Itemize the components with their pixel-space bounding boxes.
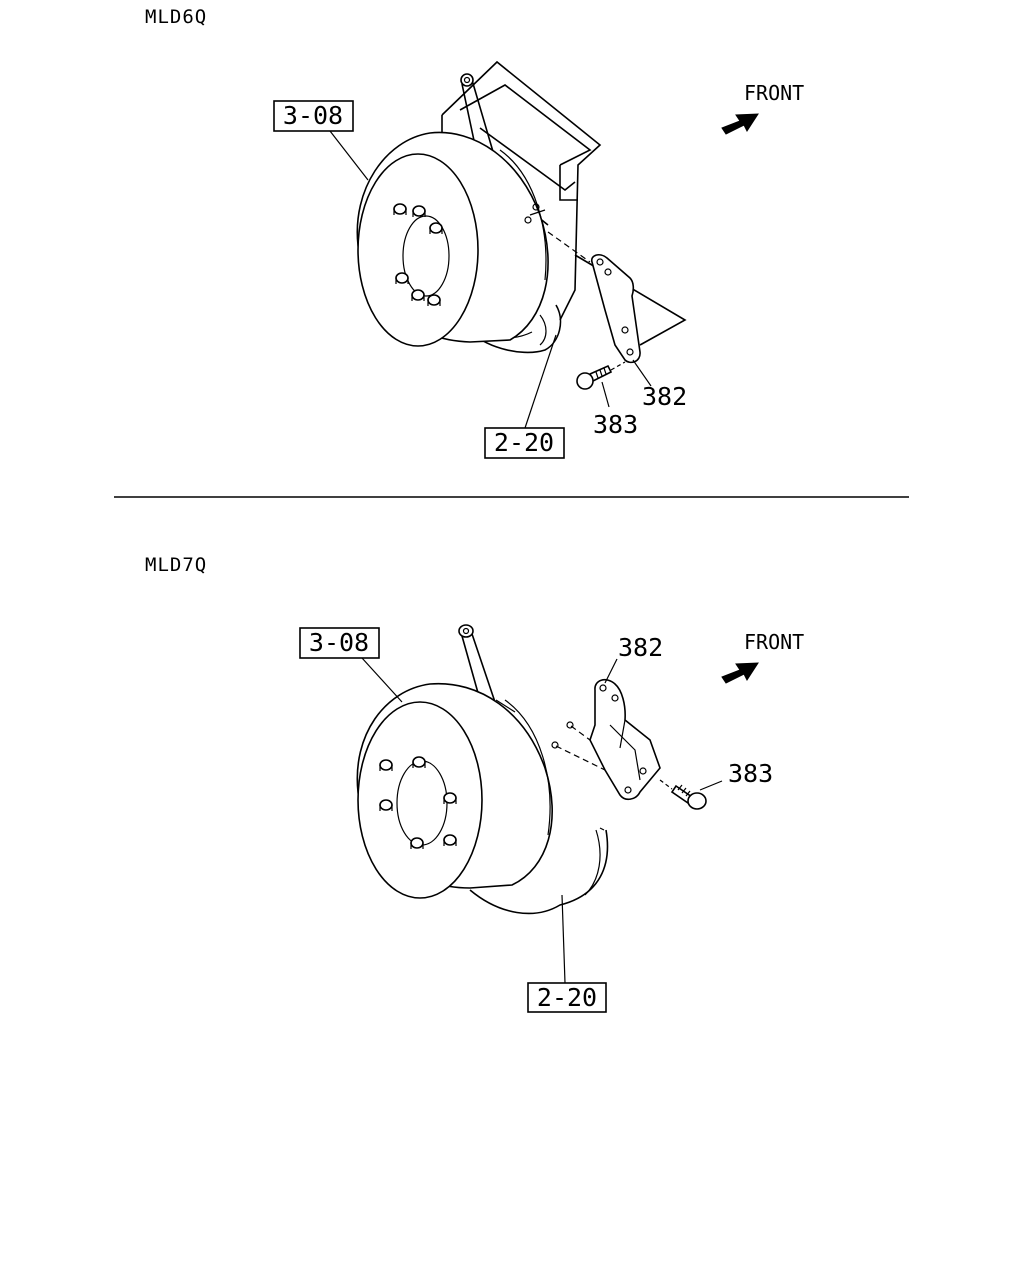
bolt-383 [659,779,707,810]
part-number-bracket: 382 [618,633,663,662]
ref-label-lower: 2-20 [494,428,554,457]
drum-disc [356,131,549,347]
wheel-studs [379,756,457,849]
leader-lines [361,657,723,984]
ref-label-upper: 3-08 [283,101,343,130]
variant-code: MLD7Q [145,554,207,576]
bracket-382 [551,678,661,801]
part-number-bolt: 383 [728,759,773,788]
ref-label-upper: 3-08 [309,628,369,657]
ref-box-upper[interactable]: 3-08 [273,100,354,132]
part-number-bolt: 383 [593,410,638,439]
front-label: FRONT [744,630,804,654]
ref-box-lower[interactable]: 2-20 [484,427,565,459]
part-number-bracket: 382 [642,382,687,411]
ref-box-lower[interactable]: 2-20 [527,982,607,1013]
arrow-front-icon [721,662,759,684]
lifting-hook [458,624,516,713]
wheel-studs [393,203,443,306]
diagram-mld7q: MLD7Q [145,554,804,1013]
front-label: FRONT [744,81,804,105]
drum-disc [356,682,553,899]
ref-box-upper[interactable]: 3-08 [299,627,380,659]
variant-code: MLD6Q [145,6,207,28]
ref-label-lower: 2-20 [537,983,597,1012]
leader-lines [329,130,652,429]
diagram-mld6q: MLD6Q [145,6,804,459]
arrow-front-icon [721,113,759,135]
flywheel-housing [469,827,609,915]
bolt-383 [576,361,626,390]
bracket-382 [547,231,641,364]
